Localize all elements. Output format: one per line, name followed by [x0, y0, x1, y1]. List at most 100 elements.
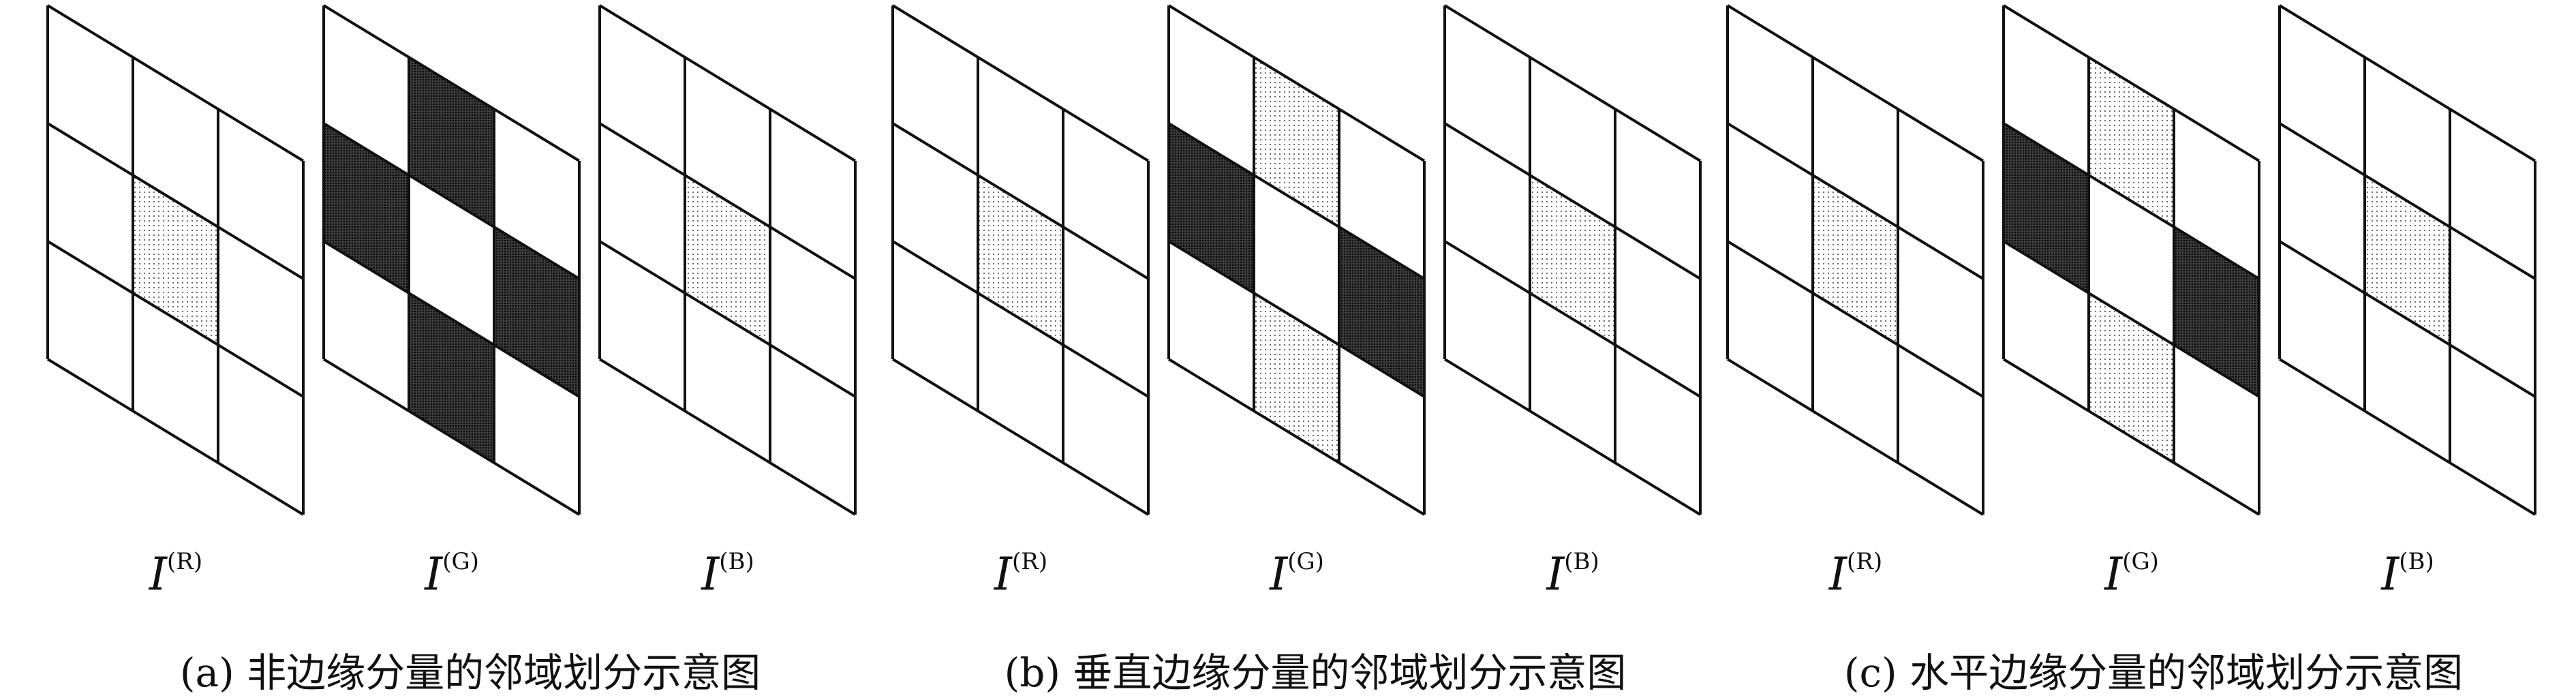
panel-variable: I [701, 548, 720, 600]
panel-label: I(R) [149, 550, 202, 597]
cell-empty [1728, 123, 1813, 293]
cell-empty [600, 241, 685, 411]
cell-empty [2004, 5, 2089, 175]
cell-dark [409, 293, 494, 463]
panel-label: I(R) [994, 550, 1047, 597]
cell-empty [324, 5, 409, 175]
cell-light [1530, 175, 1615, 345]
cell-dark [1339, 227, 1424, 397]
grid-line [2002, 240, 2260, 398]
panel-variable: I [1828, 548, 1847, 600]
cell-empty [893, 123, 978, 293]
grid-line [1726, 122, 1984, 280]
panel-channel: (G) [2122, 548, 2159, 575]
cell-empty [893, 241, 978, 411]
cell-empty [48, 241, 133, 411]
cell-empty [1445, 5, 1530, 175]
panel-channel: (G) [1287, 548, 1324, 575]
cell-empty [1063, 109, 1148, 279]
panel-variable: I [149, 548, 167, 600]
cell-empty [1728, 241, 1813, 411]
group-caption: (c) 水平边缘分量的邻域划分示意图 [1843, 650, 2464, 696]
cell-empty [1169, 5, 1254, 175]
grid-line [2278, 358, 2536, 516]
cell-empty [494, 109, 579, 279]
grid-line [1726, 4, 1984, 162]
cell-empty [685, 57, 770, 227]
grid-line [1443, 122, 1702, 280]
cell-empty [218, 227, 303, 397]
panel-label: I(B) [2381, 550, 2434, 597]
grid-panel [46, 4, 305, 516]
cell-dark [409, 57, 494, 227]
grid-panel [891, 4, 1150, 516]
grid-panel [2278, 4, 2536, 516]
grid-line [2278, 240, 2536, 398]
cell-empty [1813, 57, 1898, 227]
grid-line [2278, 122, 2536, 280]
grid-line [1443, 4, 1702, 162]
panel-channel: (R) [166, 548, 203, 575]
cell-empty [2280, 241, 2365, 411]
grid-panel [1443, 4, 1702, 516]
cell-empty [978, 293, 1063, 463]
cell-empty [978, 57, 1063, 227]
cell-empty [1445, 241, 1530, 411]
grid-line [1167, 240, 1426, 398]
cell-empty [2280, 123, 2365, 293]
cell-empty [600, 123, 685, 293]
cell-empty [2089, 175, 2174, 345]
grid-line [322, 4, 581, 162]
cell-empty [1339, 109, 1424, 279]
cell-empty [1169, 241, 1254, 411]
panel-channel: (R) [1011, 548, 1048, 575]
grid-line [322, 358, 581, 516]
grid-line [46, 240, 305, 398]
cell-dark [2174, 227, 2259, 397]
cell-empty [2174, 345, 2259, 515]
panel-channel: (G) [442, 548, 479, 575]
cell-light [1254, 293, 1339, 463]
cell-light [1254, 57, 1339, 227]
grid-line [1443, 240, 1702, 398]
cell-empty [770, 345, 855, 515]
cell-empty [133, 57, 218, 227]
panel-channel: (B) [2399, 548, 2434, 575]
cell-empty [1445, 123, 1530, 293]
cell-empty [1615, 109, 1700, 279]
grid-line [2278, 4, 2536, 162]
grid-line [2002, 358, 2260, 516]
grid-line [322, 122, 581, 280]
cell-empty [893, 5, 978, 175]
cell-empty [218, 345, 303, 515]
grid-line [46, 4, 305, 162]
cell-light [133, 175, 218, 345]
cell-empty [2450, 227, 2535, 397]
cell-empty [600, 5, 685, 175]
grid-line [2002, 122, 2260, 280]
cell-light [685, 175, 770, 345]
cell-empty [1530, 57, 1615, 227]
panel-label: I(G) [1270, 550, 1324, 597]
grid-line [598, 4, 857, 162]
cell-empty [1063, 227, 1148, 397]
grid-line [1167, 358, 1426, 516]
grid-line [598, 240, 857, 398]
group-caption: (a) 非边缘分量的邻域划分示意图 [179, 650, 761, 696]
panel-label: I(B) [701, 550, 754, 597]
grid-line [891, 358, 1150, 516]
cell-empty [1898, 227, 1983, 397]
cell-empty [685, 293, 770, 463]
panel-variable: I [2381, 548, 2399, 600]
grid-line [322, 240, 581, 398]
cell-light [1813, 175, 1898, 345]
grid-line [891, 4, 1150, 162]
panel-variable: I [425, 548, 443, 600]
cell-empty [1898, 109, 1983, 279]
cell-empty [770, 227, 855, 397]
cell-empty [1254, 175, 1339, 345]
grid-line [1443, 358, 1702, 516]
grid-line [598, 122, 857, 280]
cell-light [2089, 57, 2174, 227]
grid-panel [598, 4, 857, 516]
